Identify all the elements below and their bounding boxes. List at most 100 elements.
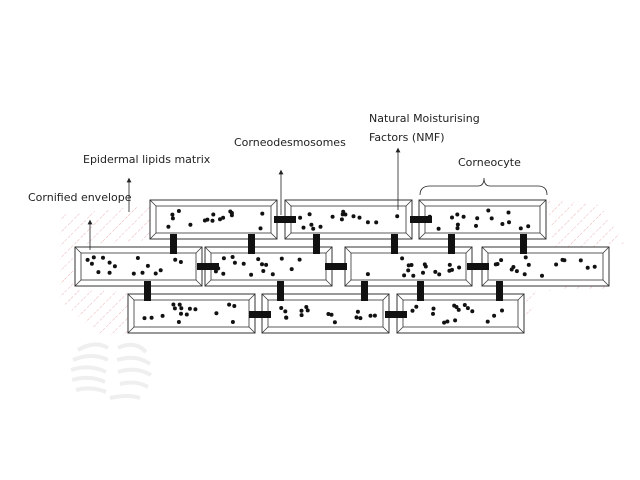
nmf-dot [329,312,334,317]
nmf-dot [421,270,425,275]
corneocyte [149,199,278,240]
nmf-dot [402,273,407,278]
nmf-dot [260,262,264,267]
nmf-dot [230,255,235,259]
nmf-dot [305,308,310,313]
nmf-dot [578,258,583,263]
nmf-dot [258,226,263,231]
label-nmf-line1: Natural Moisturising [369,112,480,125]
nmf-dot [299,308,304,313]
nmf-dot [279,256,284,261]
nmf-dot [307,212,312,217]
label-corneocyte: Corneocyte [458,156,521,169]
nmf-dot [330,214,335,219]
nmf-dot [492,313,497,318]
nmf-dot [311,226,316,231]
nmf-dot [372,313,377,318]
label-arrows [87,147,548,250]
nmf-dot [326,312,331,316]
nmf-dot [232,260,237,265]
label-lipids-matrix: Epidermal lipids matrix [83,153,211,166]
dermnet-watermark: DermNet ™ All about the skin [68,342,198,443]
nmf-dot [437,272,442,277]
nmf-dot [493,262,498,267]
nmf-dot [91,255,96,260]
nmf-dot [414,304,419,309]
nmf-dot [374,220,379,225]
nmf-dot [453,318,458,323]
nmf-dot [422,262,427,267]
corneodesmosome [391,234,398,254]
nmf-dot [474,223,478,228]
corneodesmosome [274,216,296,223]
corneocyte-brace [419,177,548,196]
nmf-dot [166,224,171,229]
nmf-dot [450,215,454,220]
nmf-dot [270,272,275,277]
nmf-dot [142,316,147,321]
nmf-dot [160,313,165,318]
nmf-dot [562,258,567,263]
nmf-dot [89,261,94,266]
nmf-dot [368,313,373,318]
nmf-dot [343,212,348,217]
nmf-dot [332,320,337,325]
nmf-dot [456,307,461,312]
nmf-dot [522,272,527,277]
corneodesmosome [248,234,255,254]
corneocyte [284,199,413,240]
nmf-dot [506,210,511,215]
corneocyte [204,246,333,287]
nmf-dot [526,262,531,267]
nmf-dot [170,212,175,217]
nmf-dot [202,218,207,223]
nmf-dot [149,315,154,320]
nmf-dot [229,213,234,218]
corneocyte-cells [74,199,610,334]
nmf-dot [540,273,544,278]
nmf-dot [554,262,559,267]
nmf-dot [221,271,226,276]
nmf-dot [339,217,344,222]
label-cornified-envelope: Cornified envelope [28,191,132,204]
corneocyte [396,293,525,334]
nmf-dot [170,216,175,221]
corneocyte [481,246,610,287]
corneodesmosome [325,263,347,270]
nmf-dot [400,256,405,261]
nmf-dot [176,209,181,213]
nmf-dot [455,212,460,217]
corneodesmosome [410,216,432,223]
nmf-dot [499,258,504,263]
nmf-dot [241,261,246,266]
nmf-dot [351,214,356,219]
nmf-dot [461,214,466,219]
nmf-dot [101,255,105,260]
nmf-dot [232,304,237,308]
nmf-dot [518,226,523,231]
nmf-dot [455,222,460,227]
nmf-dot [318,224,323,229]
nmf-dot [442,320,447,325]
corneodesmosome [277,281,284,301]
nmf-dot [85,257,90,262]
corneodesmosome [170,234,177,254]
nmf-dot [462,303,467,307]
nmf-dot [176,320,181,324]
corneodesmosome [249,311,271,318]
nmf-dot [135,256,140,260]
nmf-dot [284,315,289,320]
corneocyte [74,246,203,287]
nmf-dot [178,260,183,264]
nmf-dot [514,269,519,274]
nmf-dot [153,271,158,276]
nmf-dot [433,269,438,274]
nmf-dot [171,302,176,307]
nmf-dot [107,260,112,265]
nmf-dot [131,271,136,276]
nmf-dot [436,226,441,231]
nmf-dot [279,306,284,310]
corneodesmosome [144,281,151,301]
corneodesmosome [467,263,489,270]
nmf-dot [465,306,470,311]
